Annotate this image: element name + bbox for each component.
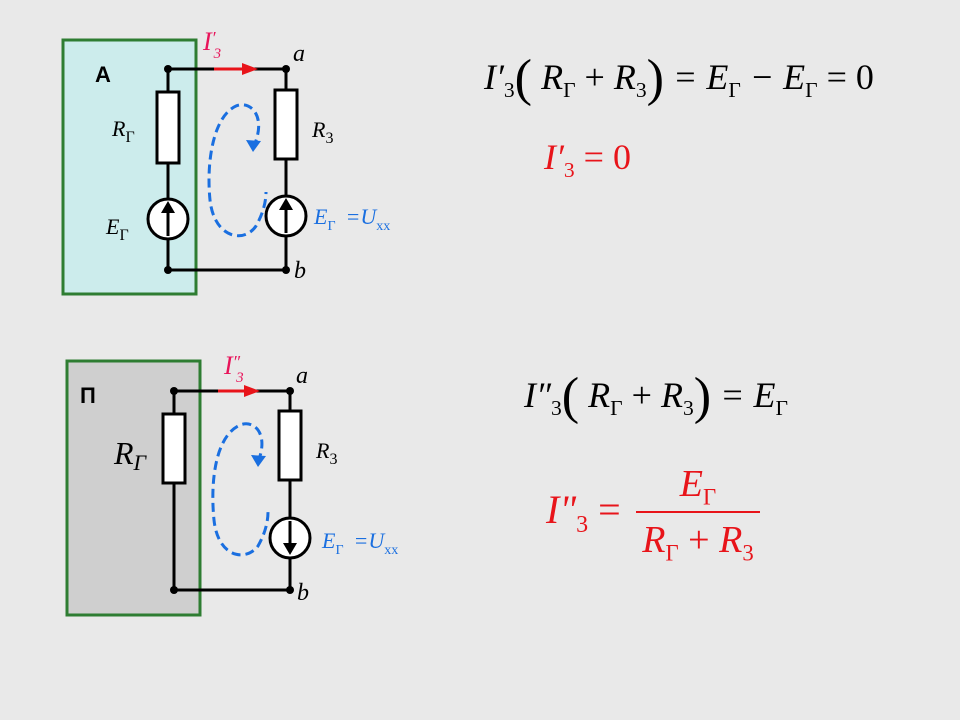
- bottom-resistor-rg: [161, 412, 187, 485]
- top-node-dot: [164, 65, 172, 73]
- equation-2: I′3 = 0: [544, 136, 631, 183]
- eq1-lhs: I′: [484, 56, 504, 97]
- top-source-left: [146, 197, 190, 241]
- eq2-lhs: I′: [544, 137, 564, 177]
- top-node-b-label: b: [294, 258, 306, 284]
- top-box-label: А: [95, 62, 111, 87]
- eq1-lhs-sub: 3: [503, 77, 515, 102]
- eq4-den2: R: [719, 519, 743, 561]
- bottom-current-label: I″3: [223, 351, 244, 386]
- circuit-top: А: [61, 27, 390, 296]
- equation-4-lhs: I"3 =: [546, 486, 621, 539]
- bottom-wires: [172, 389, 292, 592]
- bottom-node-dot: [170, 586, 178, 594]
- eq4-den1: R: [642, 519, 666, 561]
- source-up-arrow-icon: [161, 201, 175, 236]
- eq1-tail: = 0: [826, 56, 874, 97]
- top-resistor-r3-label: R3: [311, 117, 333, 147]
- eq3-rhs-sub: Г: [775, 395, 788, 420]
- top-resistor-r3: [273, 88, 299, 161]
- equation-1: I′3( RГ + R3) = EГ − EГ = 0: [484, 49, 874, 107]
- top-node-a-label: a: [293, 41, 305, 67]
- bottom-node-a-label: a: [296, 363, 308, 389]
- top-dashed-loop-arrow-icon: [207, 103, 268, 238]
- eq1-rhs-sub: Г: [728, 77, 741, 102]
- eq3-lhs: I″: [524, 374, 551, 415]
- top-current-label: I′3: [202, 27, 221, 62]
- eq4-num-sub: Г: [703, 484, 717, 510]
- eq1-plus: +: [584, 56, 605, 97]
- top-node-b-dot: [282, 266, 290, 274]
- bottom-node-a-dot: [286, 387, 294, 395]
- eq4-den-plus: +: [688, 519, 710, 561]
- eq3-r2: R: [660, 374, 683, 415]
- eq1-r2-sub: 3: [635, 77, 647, 102]
- eq4-den1-sub: Г: [665, 540, 679, 566]
- bottom-node-b-dot: [286, 586, 294, 594]
- top-source-left-label: EГ: [105, 214, 129, 244]
- top-resistor-rg-label: RГ: [111, 116, 135, 146]
- top-node-a-dot: [282, 65, 290, 73]
- eq1-rhs: = E: [673, 56, 729, 97]
- eq3-r2-sub: 3: [682, 395, 694, 420]
- bottom-resistor-r3-label: R3: [315, 438, 337, 468]
- bottom-box-label: П: [80, 383, 96, 408]
- eq4-lhs: I": [546, 487, 577, 532]
- bottom-dashed-loop-arrow-icon: [211, 422, 270, 557]
- eq4-lhs-sub: 3: [576, 512, 589, 538]
- eq1-minus-sub: Г: [805, 77, 818, 102]
- top-node-dot: [164, 266, 172, 274]
- bottom-resistor-r3: [277, 409, 303, 482]
- equation-3: I″3( RГ + R3) = EГ: [524, 367, 788, 425]
- source-down-arrow-icon: [283, 521, 297, 555]
- equation-4-denominator: RГ + R3: [626, 518, 770, 567]
- bottom-node-dot: [170, 387, 178, 395]
- eq4-equals: =: [598, 487, 621, 532]
- source-up-arrow-icon: [279, 198, 293, 233]
- eq1-r2: R: [613, 56, 636, 97]
- bottom-resistor-rg-label: RГ: [113, 435, 148, 475]
- top-current-arrow-icon: [214, 63, 258, 75]
- bottom-node-b-label: b: [297, 580, 309, 606]
- eq3-r1-sub: Г: [610, 395, 623, 420]
- bottom-source-right-label: EГ=Uxx: [321, 528, 398, 558]
- eq3-rhs: = E: [720, 374, 776, 415]
- eq2-rhs: = 0: [583, 137, 631, 177]
- top-source-right-label: EГ=Uxx: [313, 204, 390, 234]
- bottom-current-arrow-icon: [218, 385, 260, 397]
- equation-4-fraction-line: [636, 511, 760, 513]
- top-resistor-rg: [155, 90, 181, 165]
- circuit-bottom: П: [65, 351, 398, 617]
- eq3-lhs-sub: 3: [550, 395, 562, 420]
- eq4-num: E: [679, 463, 704, 505]
- eq4-den2-sub: 3: [742, 540, 754, 566]
- eq3-plus: +: [631, 374, 652, 415]
- eq1-r1: R: [541, 56, 564, 97]
- top-source-right: [264, 194, 308, 238]
- eq1-minus: − E: [749, 56, 806, 97]
- eq1-r1-sub: Г: [563, 77, 576, 102]
- eq2-lhs-sub: 3: [563, 158, 575, 183]
- bottom-source-right: [268, 516, 312, 560]
- top-equivalent-box: [61, 38, 198, 296]
- bottom-equivalent-box: [65, 359, 202, 617]
- equation-4-numerator: EГ: [636, 462, 760, 511]
- eq3-r1: R: [588, 374, 611, 415]
